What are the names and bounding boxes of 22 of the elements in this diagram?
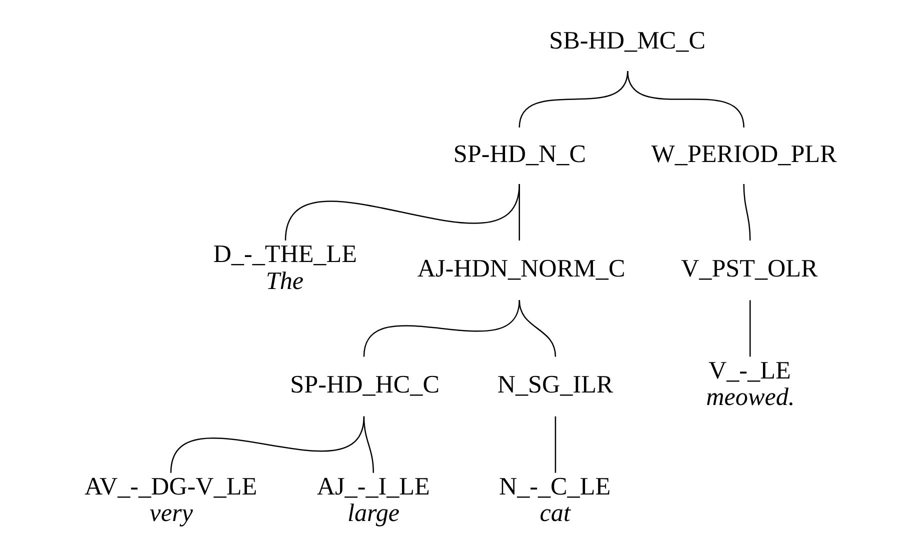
connector — [518, 300, 556, 357]
connector — [518, 184, 520, 241]
connector — [554, 416, 556, 473]
node-text: SB-HD_MC_C — [548, 28, 705, 55]
node-text: V_-_LE meowed. — [706, 357, 794, 412]
connector — [748, 300, 750, 357]
node-text: AJ_-_I_LE large — [316, 474, 430, 528]
node-text: W_PERIOD_PLR — [650, 140, 836, 168]
node-text: D_-_THE_LE The — [212, 241, 356, 295]
node-text: SP-HD_HC_C — [290, 371, 439, 398]
connector — [626, 70, 744, 128]
connector — [170, 416, 364, 473]
connector — [362, 416, 374, 473]
connector — [284, 184, 520, 241]
connector — [742, 184, 750, 241]
node-text: AV_-_DG-V_LE very — [84, 474, 257, 528]
connector — [362, 300, 520, 357]
node-text: N_-_C_LE cat — [498, 474, 610, 528]
node-text: AJ-HDN_NORM_C — [416, 255, 625, 282]
node-text: SP-HD_N_C — [452, 140, 586, 168]
node-text: V_PST_OLR — [680, 255, 818, 282]
node-text: N_SG_ILR — [496, 371, 613, 398]
